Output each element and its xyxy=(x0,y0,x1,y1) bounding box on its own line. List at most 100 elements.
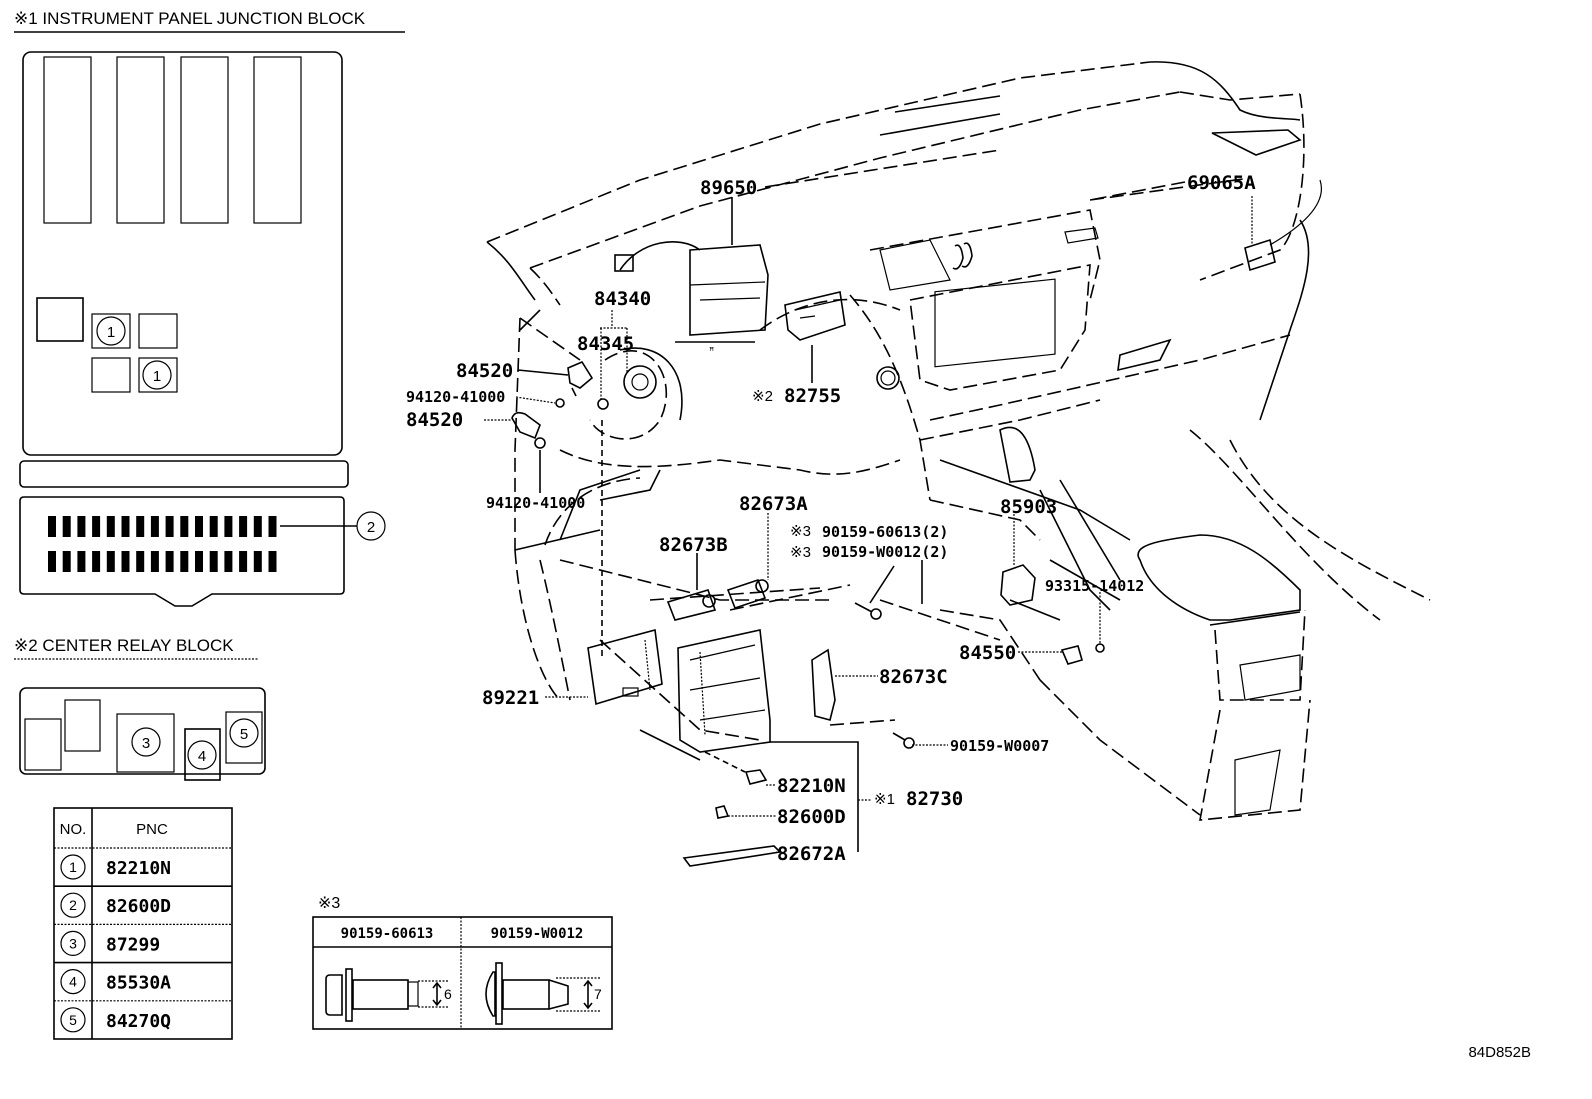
label-89221[interactable]: 89221 xyxy=(482,687,539,709)
row-pnc[interactable]: 84270Q xyxy=(106,1011,171,1032)
label-94120-41000-lower[interactable]: 94120-41000 xyxy=(486,494,585,512)
part-89650-airbag-sensor: ꟸ xyxy=(614,241,769,356)
junction-block-body xyxy=(22,51,343,456)
label-85903[interactable]: 85903 xyxy=(1000,496,1057,518)
part-85903-module xyxy=(1000,564,1036,606)
row-number: 1 xyxy=(69,859,77,875)
table-header-no: NO. xyxy=(60,821,87,838)
row-pnc[interactable]: 82600D xyxy=(106,896,171,917)
label-82673B[interactable]: 82673B xyxy=(659,534,728,556)
callout-circle-4 xyxy=(187,740,217,770)
connector-pin xyxy=(92,516,101,537)
table-row: 3 87299 xyxy=(54,923,232,957)
part-bolts xyxy=(682,602,1105,867)
connector-pin xyxy=(150,516,159,537)
connector-pin xyxy=(77,516,86,537)
part-84520-switch-lower xyxy=(511,411,546,449)
connector-pin xyxy=(209,516,218,537)
connector-pin xyxy=(195,551,203,572)
connector-pin xyxy=(92,551,101,572)
part-84340-ignition-switch xyxy=(597,365,657,410)
row-number-circle xyxy=(60,968,86,995)
label-90159-60613[interactable]: 90159-60613(2) xyxy=(822,523,948,541)
label-84340[interactable]: 84340 xyxy=(594,288,651,310)
bolt-2-dimension: 7 xyxy=(594,986,602,1002)
label-90159-60613-note: ※3 xyxy=(790,523,811,540)
row-pnc[interactable]: 85530A xyxy=(106,973,171,994)
label-90159-W0012[interactable]: 90159-W0012(2) xyxy=(822,543,948,561)
table-row: 4 85530A xyxy=(54,961,232,995)
label-84550[interactable]: 84550 xyxy=(959,642,1016,664)
label-82600D[interactable]: 82600D xyxy=(777,806,846,828)
label-69065A[interactable]: 69065A xyxy=(1187,172,1256,194)
svg-text:5: 5 xyxy=(240,726,248,743)
flange-bolt-icon: 6 xyxy=(325,968,452,1022)
label-89650[interactable]: 89650 xyxy=(700,177,757,199)
connector-pin xyxy=(150,551,159,572)
connector-pin xyxy=(195,516,203,537)
row-number-circle xyxy=(60,854,86,880)
connector-pin xyxy=(180,551,189,572)
label-94120-41000-upper[interactable]: 94120-41000 xyxy=(406,388,505,406)
svg-text:4: 4 xyxy=(198,748,206,765)
label-82672A[interactable]: 82672A xyxy=(777,843,846,865)
connector-pin xyxy=(253,516,262,537)
label-82673C[interactable]: 82673C xyxy=(879,666,948,688)
connector-pin xyxy=(62,551,71,572)
row-pnc[interactable]: 87299 xyxy=(106,934,160,955)
label-82730-note: ※1 xyxy=(874,791,895,808)
connector-pin xyxy=(106,551,115,572)
connector-pin xyxy=(224,516,233,537)
row-number: 3 xyxy=(69,935,77,951)
svg-text:ꟸ: ꟸ xyxy=(709,346,714,356)
row-number-circle xyxy=(60,892,86,918)
dome-bolt-icon: 7 xyxy=(485,962,602,1025)
connector-pin xyxy=(136,516,145,537)
connector-pin xyxy=(253,551,262,572)
row-pnc[interactable]: 82210N xyxy=(106,858,171,879)
leader-lines xyxy=(484,149,1253,853)
label-82730[interactable]: 82730 xyxy=(906,788,963,810)
svg-text:3: 3 xyxy=(142,735,150,752)
connector-pin xyxy=(121,551,130,572)
connector-pin xyxy=(77,551,86,572)
part-89221-ecu xyxy=(587,628,663,706)
label-82755[interactable]: 82755 xyxy=(784,385,841,407)
label-82673A[interactable]: 82673A xyxy=(739,493,808,515)
callout-circle-1b xyxy=(142,360,172,390)
connector-pin xyxy=(121,516,130,537)
label-84520-lower[interactable]: 84520 xyxy=(406,409,463,431)
connector-pin xyxy=(62,516,71,537)
inset-bolt-types: ※3 90159-60613 90159-W0012 6 xyxy=(312,895,613,1030)
connector-pin xyxy=(165,516,174,537)
callout-circle-3 xyxy=(131,727,161,757)
part-82755-center-relay-block xyxy=(784,291,846,341)
connector-pin xyxy=(180,516,189,537)
row-number: 5 xyxy=(69,1012,77,1028)
label-90159-W0007[interactable]: 90159-W0007 xyxy=(950,737,1049,755)
label-84520-upper[interactable]: 84520 xyxy=(456,360,513,382)
connector-pin xyxy=(209,551,218,572)
callout-circle-5 xyxy=(229,718,259,748)
inset-instrument-panel-junction-block: ※1 INSTRUMENT PANEL JUNCTION BLOCK 1 1 2 xyxy=(14,9,405,607)
connector-pin xyxy=(239,551,248,572)
callout-labels: 89650 69065A 84340 84345 84520 94120-410… xyxy=(406,172,1256,865)
inset2-title: ※2 CENTER RELAY BLOCK xyxy=(14,636,234,655)
connector-pin xyxy=(224,551,233,572)
svg-text:1: 1 xyxy=(107,324,115,341)
row-number: 4 xyxy=(69,974,77,990)
callout-circle-1a xyxy=(96,316,126,346)
svg-text:1: 1 xyxy=(153,368,161,385)
bolt-col-1-part: 90159-60613 xyxy=(341,926,434,942)
label-82755-note: ※2 xyxy=(752,388,773,405)
part-82673C-bracket xyxy=(811,648,836,721)
label-84345[interactable]: 84345 xyxy=(577,333,634,355)
label-82210N[interactable]: 82210N xyxy=(777,775,846,797)
label-93315-14012[interactable]: 93315-14012 xyxy=(1045,577,1144,595)
part-82730-junction-block xyxy=(677,629,771,753)
part-82673A-bracket xyxy=(726,579,769,609)
connector-pin xyxy=(268,551,277,572)
inset1-title: ※1 INSTRUMENT PANEL JUNCTION BLOCK xyxy=(14,9,366,28)
